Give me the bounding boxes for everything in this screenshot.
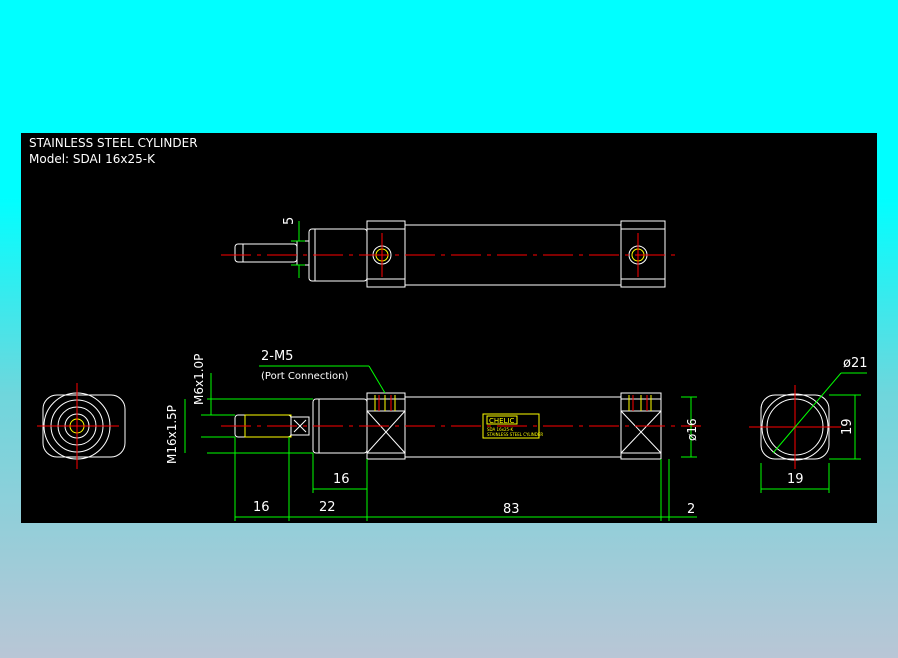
dim-side-width: 19 <box>787 472 804 487</box>
dim-flange-dia: ø21 <box>843 356 868 371</box>
dim-rod-offset-label: 5 <box>282 217 297 225</box>
port-leader <box>259 365 386 394</box>
right-end-dims <box>760 372 867 493</box>
dim-body-dia: ø16 <box>685 418 699 441</box>
right-end-view <box>749 385 841 469</box>
dim-rod-offset <box>291 221 305 278</box>
horizontal-dims <box>234 396 697 521</box>
drawing-canvas: STAINLESS STEEL CYLINDER Model: SDAI 16x… <box>29 136 868 521</box>
dim-rod-extension: 22 <box>319 500 336 515</box>
cad-drawing: STAINLESS STEEL CYLINDER Model: SDAI 16x… <box>21 133 877 523</box>
dim-thread-length: 16 <box>333 472 350 487</box>
dim-body-length: 83 <box>503 502 520 517</box>
dim-nose-length: 16 <box>253 500 270 515</box>
drawing-title: STAINLESS STEEL CYLINDER <box>29 136 198 150</box>
nameplate-line2: STAINLESS STEEL CYLINDER <box>487 432 543 437</box>
port-label: 2-M5 <box>261 349 293 364</box>
port-note: (Port Connection) <box>261 371 348 382</box>
front-ports <box>374 395 652 411</box>
drawing-model: Model: SDAI 16x25-K <box>29 152 156 166</box>
nameplate-brand: CHELIC <box>489 417 515 425</box>
rod-thread-label: M6x1.0P <box>192 354 206 405</box>
thread-dims <box>184 373 313 454</box>
left-end-view <box>37 383 126 469</box>
nameplate-line1: SDA 16x25-K <box>487 427 514 432</box>
dim-side-height: 19 <box>840 418 855 435</box>
nameplate: CHELIC SDA 16x25-K STAINLESS STEEL CYLIN… <box>482 413 543 439</box>
dim-end-gap: 2 <box>687 502 695 517</box>
nose-thread-label: M16x1.5P <box>165 405 179 464</box>
